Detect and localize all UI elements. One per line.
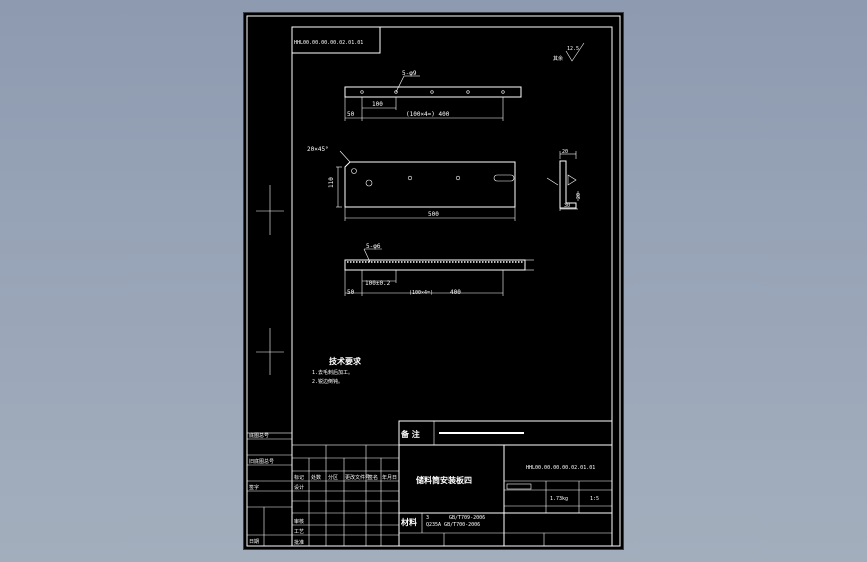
code-box bbox=[291, 26, 381, 54]
view3-span-value: 400 bbox=[450, 289, 461, 296]
view3-offset-label: 50 bbox=[347, 289, 355, 296]
view3-holes-label: 5-φ6 bbox=[366, 243, 381, 250]
notes-line2: 2.锐边倒钝。 bbox=[312, 378, 343, 385]
label-review: 审核 bbox=[294, 518, 304, 525]
label-mark: 标记 bbox=[294, 474, 304, 481]
view2-chamfer-label: 20×45° bbox=[307, 146, 329, 153]
label-base-map: 底图总号 bbox=[249, 432, 269, 439]
label-sign: 签字 bbox=[249, 484, 259, 491]
label-date: 日期 bbox=[249, 539, 259, 545]
view3-span-label: (100×4=) bbox=[409, 290, 433, 296]
section-side-label: 20 bbox=[576, 193, 582, 199]
drawing-number: HHL00.00.00.00.02.01.01 bbox=[526, 465, 595, 471]
label-old-base: 旧底图总号 bbox=[249, 458, 274, 465]
roughness-value: 12.5 bbox=[567, 46, 579, 52]
view3-pitch-label: 100±0.2 bbox=[365, 280, 391, 287]
scale-value: 1:5 bbox=[590, 496, 599, 502]
view-front bbox=[336, 150, 516, 221]
notes-title: 技术要求 bbox=[329, 356, 362, 366]
label-design: 设计 bbox=[294, 484, 304, 491]
label-zone: 分区 bbox=[328, 474, 338, 481]
view-top bbox=[344, 75, 522, 121]
revision-table bbox=[246, 432, 400, 547]
notes-line1: 1.去毛刺后加工。 bbox=[312, 369, 353, 376]
material-thickness: 3 bbox=[426, 515, 429, 521]
view1-holes-label: 5-φ9 bbox=[402, 70, 417, 77]
label-approve: 批准 bbox=[294, 539, 304, 546]
part-name: 储料筒安装板四 bbox=[415, 475, 472, 485]
view1-offset-label: 50 bbox=[347, 111, 355, 118]
label-ymd: 年月日 bbox=[382, 474, 397, 481]
material-std2: Q235A GB/T700-2006 bbox=[426, 522, 480, 528]
material-std1: GB/T709-2006 bbox=[449, 515, 485, 521]
view1-pitch-label: 100 bbox=[372, 101, 383, 108]
remarks-label: 备 注 bbox=[400, 429, 420, 439]
register-marks bbox=[256, 185, 284, 375]
view-section bbox=[546, 151, 579, 211]
label-change-doc: 更改文件号 bbox=[345, 474, 370, 481]
drawing-sheet: HHL00.00.00.00.02.01.01 12.5 其余 5-φ9 100… bbox=[246, 15, 621, 547]
view2-height-label: 110 bbox=[328, 177, 335, 188]
material-head: 材料 bbox=[401, 517, 417, 527]
cad-viewport[interactable]: HHL00.00.00.00.02.01.01 12.5 其余 5-φ9 100… bbox=[244, 13, 623, 549]
label-signature: 签名 bbox=[368, 474, 378, 481]
title-block bbox=[398, 420, 613, 547]
view-bottom bbox=[344, 248, 534, 296]
view1-span-label: (100×4=) 400 bbox=[406, 111, 450, 118]
code-rotated: HHL00.00.00.00.02.01.01 bbox=[294, 40, 363, 46]
section-bottom-label: 30 bbox=[564, 203, 570, 209]
weight-value: 1.73kg bbox=[550, 496, 568, 502]
label-process: 工艺 bbox=[294, 529, 304, 535]
view2-length-label: 500 bbox=[428, 211, 439, 218]
section-top-label: 20 bbox=[562, 149, 568, 155]
roughness-symbol bbox=[565, 42, 585, 62]
label-count: 处数 bbox=[311, 474, 321, 481]
roughness-label: 其余 bbox=[553, 55, 563, 62]
